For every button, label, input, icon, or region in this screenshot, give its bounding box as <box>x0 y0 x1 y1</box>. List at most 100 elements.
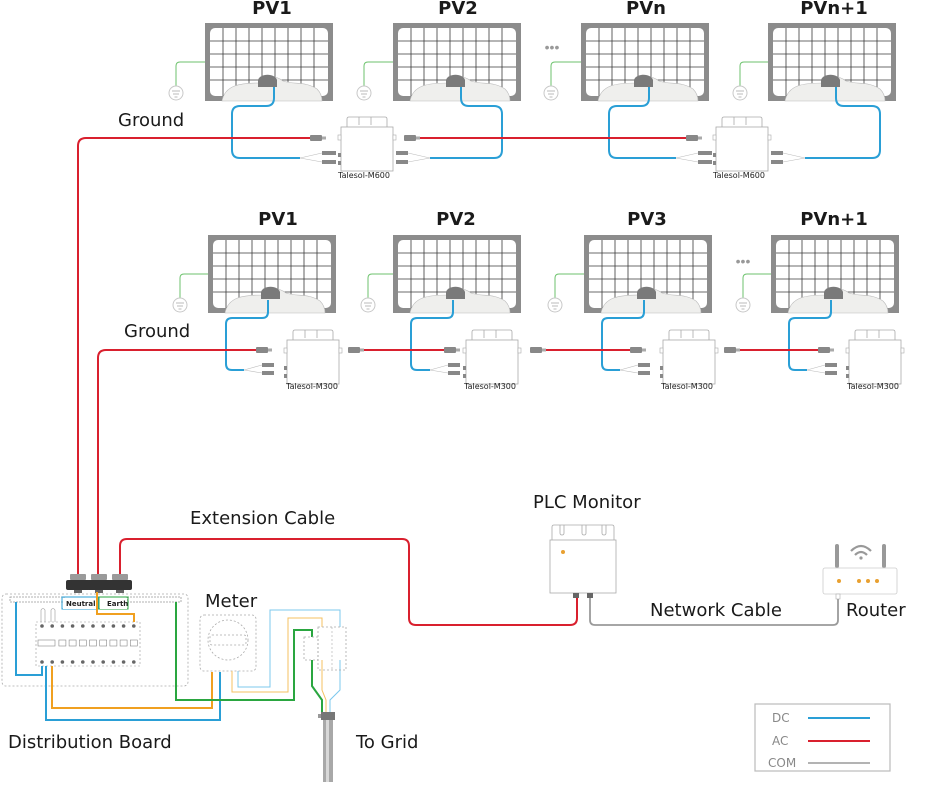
ground-icon <box>547 297 563 313</box>
solar-panel <box>207 234 337 314</box>
ground-icon <box>172 297 188 313</box>
pv-label: PVn+1 <box>800 209 868 230</box>
breaker-switch <box>109 639 118 647</box>
inverter-model-label: Talesol-M300 <box>463 382 516 391</box>
pv-label: PV2 <box>436 209 476 230</box>
micro-inverter <box>283 329 343 385</box>
breaker-switch <box>68 639 77 647</box>
breaker-switch <box>130 639 138 647</box>
legend-label: DC <box>772 711 790 725</box>
breaker-terminal <box>111 624 116 628</box>
breaker-terminal <box>50 624 54 628</box>
micro-inverter <box>462 329 522 385</box>
solar-panel <box>770 234 900 314</box>
solar-panel <box>583 234 713 314</box>
inverter-model-label: Talesol-M300 <box>285 382 338 391</box>
wifi-icon <box>850 544 872 556</box>
breaker-terminal <box>132 660 136 664</box>
earth-label: Earth <box>107 600 128 608</box>
to-grid-label: To Grid <box>355 732 418 753</box>
micro-inverter <box>337 116 397 172</box>
ac-connector <box>818 347 834 353</box>
micro-inverter <box>659 329 719 385</box>
breaker-terminal <box>101 660 105 664</box>
breaker-switch <box>89 639 97 647</box>
ground-icon <box>356 85 372 101</box>
main-breaker <box>37 639 56 647</box>
inverter-model-label: Talesol-M600 <box>712 171 765 180</box>
ac-connector <box>686 135 702 141</box>
router-label: Router <box>846 600 906 621</box>
ac-connector <box>630 347 646 353</box>
legend: DC AC COM <box>754 703 891 772</box>
pv-label: PV1 <box>258 209 298 230</box>
ac-connector <box>256 347 272 353</box>
breaker-terminal <box>121 660 126 664</box>
breaker-terminal <box>40 624 44 628</box>
legend-label: AC <box>772 734 788 748</box>
status-indicator-icon <box>561 550 565 554</box>
breaker-switch <box>99 639 107 647</box>
ground-icon <box>735 297 751 313</box>
breaker-terminal <box>121 624 126 628</box>
pv-label: PV3 <box>627 209 667 230</box>
breaker-terminal <box>81 624 85 628</box>
breaker-terminal <box>60 624 65 628</box>
ground-label: Ground <box>118 110 184 131</box>
network-cable-label: Network Cable <box>650 600 782 621</box>
ground-icon <box>168 85 184 101</box>
breaker-terminal <box>101 624 105 628</box>
distribution-board: Neutral Earth Distribution Board <box>1 574 323 753</box>
neutral-label: Neutral <box>66 600 96 608</box>
breaker-terminal <box>40 660 44 664</box>
breaker-terminal <box>70 660 75 664</box>
ground-icon <box>732 85 748 101</box>
pv-label: PV2 <box>438 0 478 19</box>
row-1-string: PV1 PV2 PVn PVn+1 ••• Ground <box>77 0 897 590</box>
grid-pole: To Grid <box>318 712 418 782</box>
solar-panel <box>392 22 522 102</box>
ellipsis-icon: ••• <box>736 253 751 269</box>
ground-icon <box>360 297 376 313</box>
breaker-terminal <box>60 660 65 664</box>
ac-connector <box>404 135 420 141</box>
micro-inverter <box>845 329 905 385</box>
meter-label: Meter <box>205 591 258 612</box>
solar-panel <box>204 22 334 102</box>
pv-label: PVn+1 <box>800 0 868 19</box>
breaker-switch <box>58 639 67 647</box>
breaker-terminal <box>111 660 116 664</box>
solar-panel <box>580 22 710 102</box>
ac-connector <box>444 347 460 353</box>
breaker-terminal <box>50 660 54 664</box>
cable-gland-icon <box>66 574 132 593</box>
ground-icon <box>543 85 559 101</box>
meter: Meter <box>199 591 347 712</box>
breaker-terminal <box>91 624 95 628</box>
extension-cable-label: Extension Cable <box>190 508 335 529</box>
solar-panel <box>767 22 897 102</box>
breaker-switch <box>119 639 128 647</box>
row-2-string: PV1 PV2 PV3 PVn+1 ••• Ground <box>97 209 905 590</box>
micro-inverter <box>712 116 772 172</box>
inverter-model-label: Talesol-M300 <box>660 382 713 391</box>
legend-label: COM <box>768 756 796 770</box>
ac-connector <box>348 347 364 353</box>
network-cable: Network Cable <box>589 598 839 626</box>
breaker-switch <box>79 639 87 647</box>
breaker-terminal <box>81 660 85 664</box>
pv-label: PV1 <box>252 0 292 19</box>
ac-connector <box>724 347 740 353</box>
solar-panel <box>392 234 522 314</box>
breaker-terminal <box>91 660 95 664</box>
distribution-board-label: Distribution Board <box>8 732 172 753</box>
router: Router <box>822 544 906 621</box>
plc-monitor-label: PLC Monitor <box>533 492 641 513</box>
ac-connector <box>310 135 326 141</box>
inverter-model-label: Talesol-M300 <box>846 382 899 391</box>
extension-cable: Extension Cable <box>119 508 578 626</box>
ac-connector <box>530 347 546 353</box>
breaker-terminal <box>70 624 75 628</box>
pv-label: PVn <box>626 0 666 19</box>
